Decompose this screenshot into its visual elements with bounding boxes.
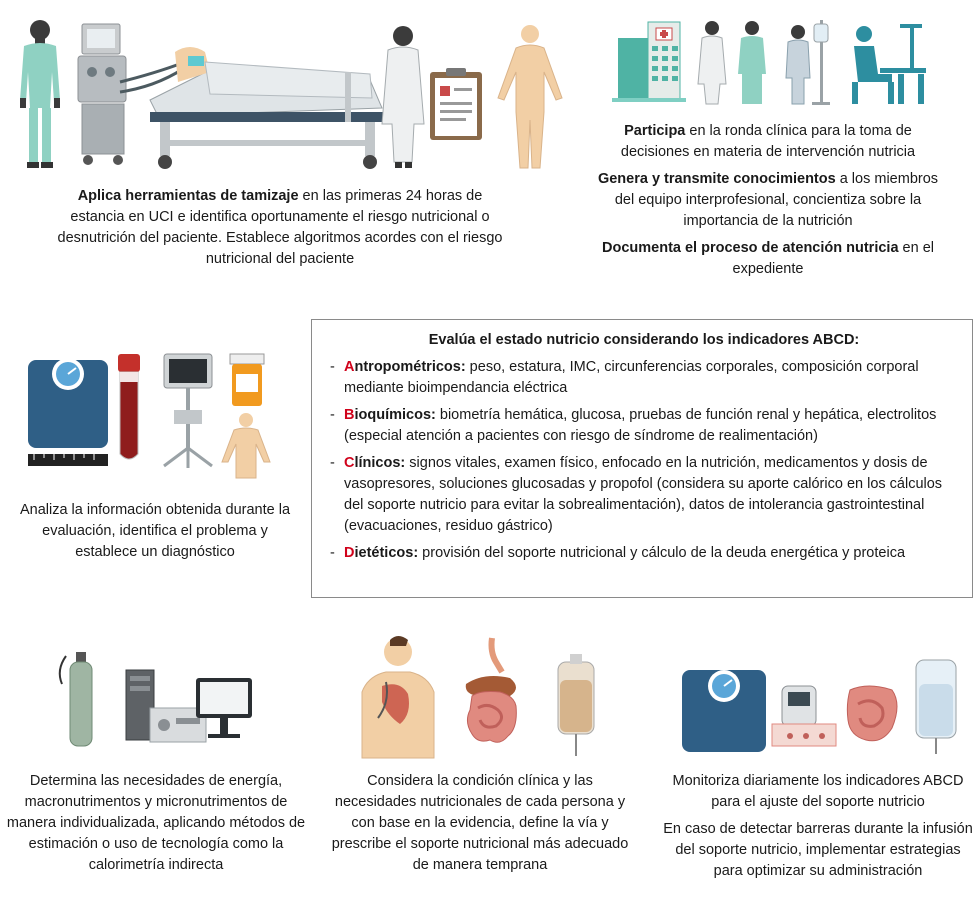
- clinical-round-description: Participa en la ronda clínica para la to…: [588, 121, 948, 286]
- knowledge-bold: Genera y transmite conocimientos: [597, 171, 836, 187]
- nutrition-support-illustration: [361, 636, 595, 759]
- abcd-letter: A: [344, 359, 355, 375]
- calorimetry-illustration: [58, 652, 252, 747]
- knowledge-rest: a los miembros del equipo interprofesion…: [614, 171, 939, 229]
- documents-paragraph: Documenta el proceso de atención nutrici…: [588, 238, 948, 280]
- abcd-item-biochemical: -Bioquímicos: biometría hemática, glucos…: [330, 405, 958, 447]
- participates-rest: en la ronda clínica para la toma de deci…: [620, 123, 916, 160]
- weight-scale-icon: [28, 358, 108, 466]
- participates-bold: Participa: [624, 123, 686, 139]
- iv-patient-icon: [785, 20, 830, 105]
- enteral-bag-icon: [557, 654, 595, 756]
- doctor-icon: [381, 26, 425, 168]
- ventilator-icon: [77, 23, 191, 165]
- abcd-dash: -: [330, 455, 335, 471]
- abcd-text: biometría hemática, glucosa, pruebas de …: [344, 407, 937, 444]
- abcd-text: signos vitales, examen físico, enfocado …: [344, 455, 943, 534]
- nurse-icon: [20, 20, 60, 168]
- intestine-icon: [846, 685, 898, 742]
- abcd-dash: -: [330, 407, 335, 423]
- evaluation-illustration: [28, 353, 271, 479]
- participates-paragraph: Participa en la ronda clínica para la to…: [588, 121, 948, 163]
- monitor-stand-icon: [163, 353, 213, 468]
- abcd-letter: D: [344, 545, 355, 561]
- weight-scale-icon: [682, 670, 766, 752]
- abcd-dash: -: [330, 359, 335, 375]
- barriers-paragraph: En caso de detectar barreras durante la …: [663, 821, 973, 879]
- body-icon: [221, 413, 271, 479]
- abcd-item-anthropometric: -Antropométricos: peso, estatura, IMC, c…: [330, 357, 958, 399]
- abcd-dash: -: [330, 545, 335, 561]
- glucometer-icon: [771, 685, 837, 747]
- abcd-text: provisión del soporte nutricional y cálc…: [418, 545, 906, 561]
- computer-worker-icon: [852, 24, 926, 104]
- clinical-round-illustration: [612, 20, 926, 105]
- abcd-label: línicos:: [354, 455, 406, 471]
- abcd-indicators-box: Evalúa el estado nutricio considerando l…: [311, 319, 973, 598]
- calorimeter-computer-icon: [125, 669, 252, 743]
- knowledge-paragraph: Genera y transmite conocimientos a los m…: [588, 169, 948, 232]
- torso-organs-icon: [361, 636, 435, 759]
- monitoring-description: Monitoriza diariamente los indicadores A…: [660, 771, 976, 888]
- gas-cylinder-icon: [58, 652, 93, 747]
- icu-bed-icon: [149, 47, 390, 169]
- energy-needs-description: Determina las necesidades de energía, ma…: [6, 773, 306, 873]
- monitoring-paragraph: Monitoriza diariamente los indicadores A…: [672, 773, 964, 810]
- intestine-icon: [465, 637, 517, 743]
- hospital-building-icon: [612, 21, 686, 102]
- screening-rest: en las primeras 24 horas de estancia en …: [57, 188, 503, 267]
- doctor-icon: [697, 21, 727, 105]
- clipboard-icon: [430, 68, 482, 140]
- prescription-description: Considera la condición clínica y las nec…: [331, 773, 629, 873]
- nurse-icon: [738, 21, 766, 104]
- abcd-letter: C: [344, 455, 355, 471]
- abcd-label: ioquímicos:: [354, 407, 436, 423]
- abcd-label: ntropométricos:: [354, 359, 466, 375]
- icu-scene-illustration: [20, 20, 563, 169]
- diagnosis-description: Analiza la información obtenida durante …: [19, 502, 291, 560]
- blood-tube-icon: [118, 354, 140, 460]
- screening-bold: Aplica herramientas de tamizaje: [77, 188, 299, 204]
- screening-description: Aplica herramientas de tamizaje en las p…: [50, 186, 510, 270]
- abcd-label: ietéticos:: [354, 545, 419, 561]
- iv-bag-icon: [915, 659, 957, 754]
- documents-rest: en el expediente: [732, 240, 934, 277]
- abcd-item-dietetic: -Dietéticos: provisión del soporte nutri…: [330, 543, 958, 564]
- monitoring-illustration: [682, 659, 957, 754]
- abcd-item-clinical: -Clínicos: signos vitales, examen físico…: [330, 453, 958, 537]
- abcd-title: Evalúa el estado nutricio considerando l…: [428, 332, 860, 348]
- pill-bottle-icon: [229, 353, 265, 406]
- abcd-text: peso, estatura, IMC, circunferencias cor…: [344, 359, 919, 396]
- documents-bold: Documenta el proceso de atención nutrici…: [602, 240, 899, 256]
- abcd-letter: B: [344, 407, 355, 423]
- body-icon: [497, 25, 563, 169]
